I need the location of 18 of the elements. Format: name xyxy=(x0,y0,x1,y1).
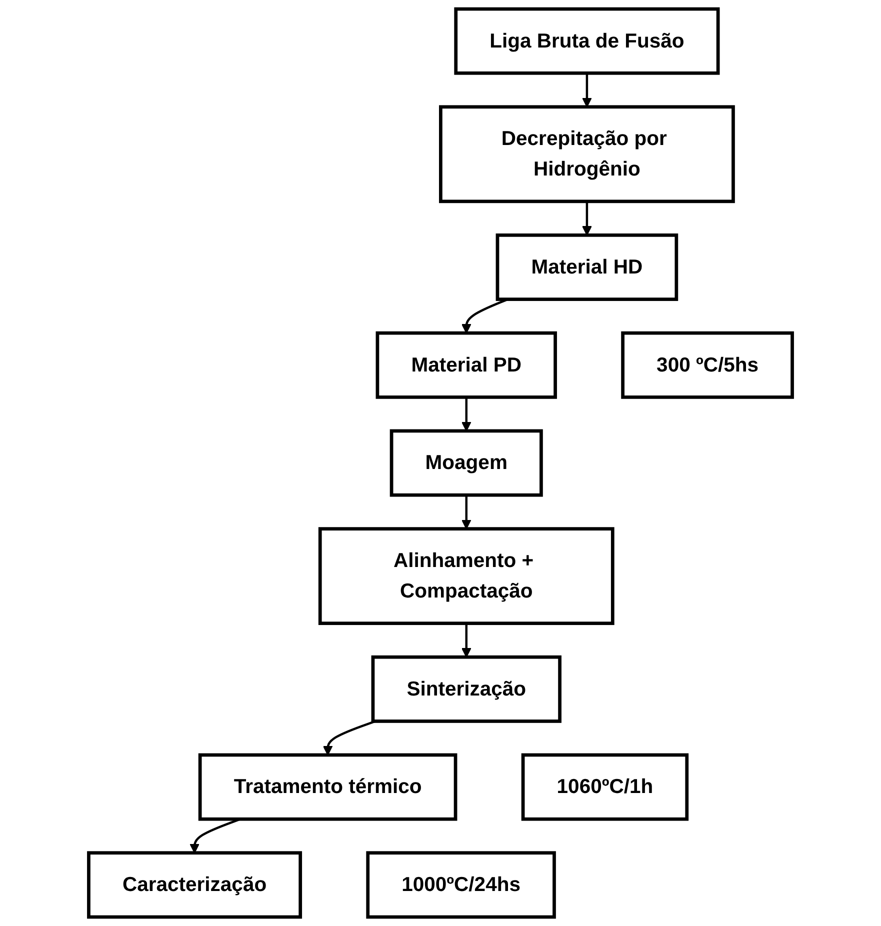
node-box: Material HD xyxy=(496,233,678,301)
node-box: Decrepitação por Hidrogênio xyxy=(439,105,735,204)
arrow xyxy=(461,397,472,432)
node-box: Liga Bruta de Fusão xyxy=(454,7,720,75)
node-box: Moagem xyxy=(390,429,543,497)
node-box: Caracterização xyxy=(87,851,302,919)
arrow xyxy=(582,73,592,108)
arrow xyxy=(461,623,472,658)
arrow xyxy=(461,495,472,530)
node-box: 1060ºC/1h xyxy=(521,753,689,821)
node-box: Sinterização xyxy=(371,655,562,723)
arrow xyxy=(322,720,376,756)
node-box: Material PD xyxy=(376,331,557,399)
node-box: 300 ºC/5hs xyxy=(621,331,794,399)
node-box: Alinhamento + Compactação xyxy=(318,527,614,626)
arrow xyxy=(582,201,592,236)
node-box: 1000ºC/24hs xyxy=(366,851,556,919)
node-box: Tratamento térmico xyxy=(198,753,458,821)
